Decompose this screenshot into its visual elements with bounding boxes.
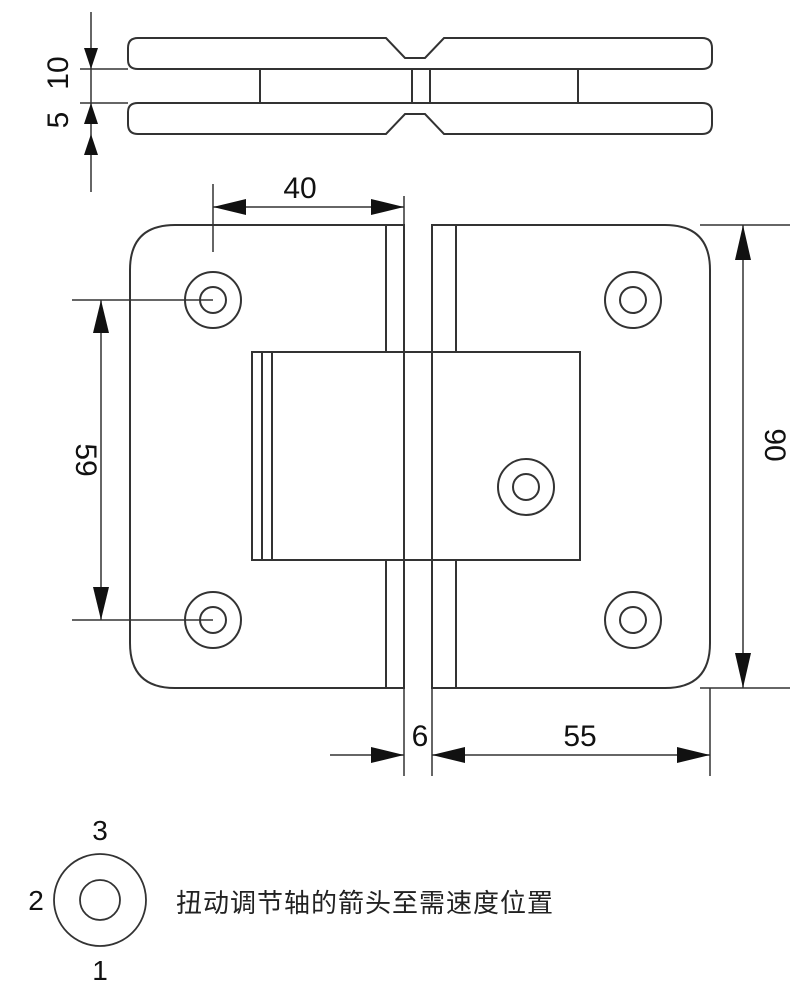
dim-90 xyxy=(700,224,790,689)
position-legend xyxy=(53,853,147,947)
side-view-upper-plate xyxy=(127,37,713,70)
legend-position-3: 3 xyxy=(92,815,108,846)
dim-59-arrow-top xyxy=(93,300,109,333)
dim-6-arrow-right xyxy=(432,747,465,763)
legend-position-2: 2 xyxy=(28,885,44,916)
side-view-lower-plate xyxy=(127,102,713,135)
right-plate xyxy=(431,224,711,689)
side-view xyxy=(80,12,713,192)
legend-caption: 扭动调节轴的箭头至需速度位置 xyxy=(176,889,554,919)
legend-position-1: 1 xyxy=(92,955,108,986)
side-view-dim-lower: 5 xyxy=(42,112,75,129)
dim-6-arrow-left xyxy=(371,747,404,763)
dim-90-arrow-bottom xyxy=(735,653,751,688)
front-view xyxy=(129,224,711,689)
dim-hole-spacing-label: 59 xyxy=(69,443,102,476)
side-view-arrow-top xyxy=(84,48,98,69)
dim-59 xyxy=(72,299,213,621)
side-view-arrow-mid xyxy=(84,103,98,124)
dim-90-arrow-top xyxy=(735,225,751,260)
dim-59-arrow-bottom xyxy=(93,587,109,620)
side-view-arrow-bottom xyxy=(84,134,98,155)
adjustment-axis xyxy=(497,458,555,516)
dim-40-arrow-right xyxy=(371,199,404,215)
dim-gap-label: 6 xyxy=(412,720,429,753)
left-plate xyxy=(129,224,405,689)
dim-55-arrow-right xyxy=(677,747,710,763)
dim-40-arrow-left xyxy=(213,199,246,215)
dim-right-width-label: 55 xyxy=(563,720,596,753)
dim-bottom xyxy=(330,688,711,776)
legend-inner-ring xyxy=(79,879,121,921)
screw-hole-bottom-right xyxy=(604,591,662,649)
legend-outer-ring xyxy=(53,853,147,947)
dim-top-width-label: 40 xyxy=(283,172,316,205)
screw-hole-top-right xyxy=(604,271,662,329)
side-view-dim-upper: 10 xyxy=(42,56,75,89)
knuckle-block xyxy=(251,351,581,561)
dim-height-label: 90 xyxy=(758,428,791,461)
